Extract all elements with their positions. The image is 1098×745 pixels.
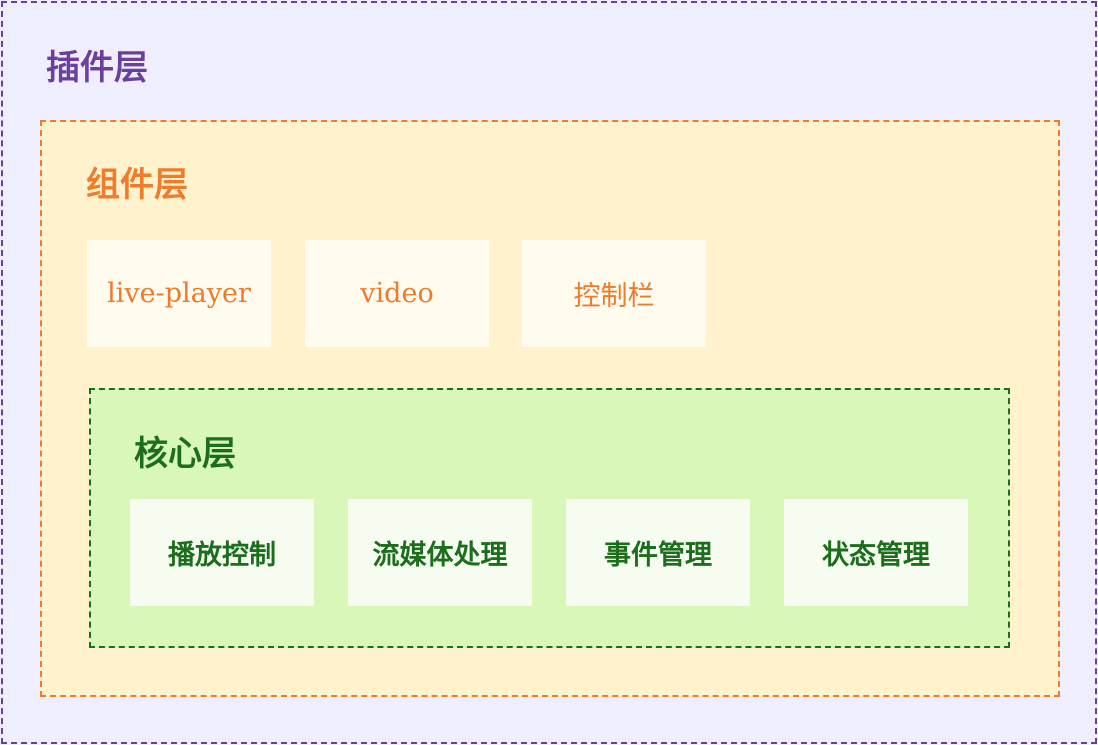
component-live-player: live-player bbox=[87, 240, 271, 347]
core-playback-control: 播放控制 bbox=[130, 499, 314, 606]
core-stream-processing: 流媒体处理 bbox=[348, 499, 532, 606]
component-layer-title: 组件层 bbox=[86, 165, 188, 205]
component-video: video bbox=[305, 240, 489, 347]
core-state-management: 状态管理 bbox=[784, 499, 968, 606]
core-event-management: 事件管理 bbox=[566, 499, 750, 606]
component-control-bar: 控制栏 bbox=[522, 240, 706, 347]
core-layer-title: 核心层 bbox=[134, 434, 236, 474]
plugin-layer-title: 插件层 bbox=[46, 48, 148, 88]
